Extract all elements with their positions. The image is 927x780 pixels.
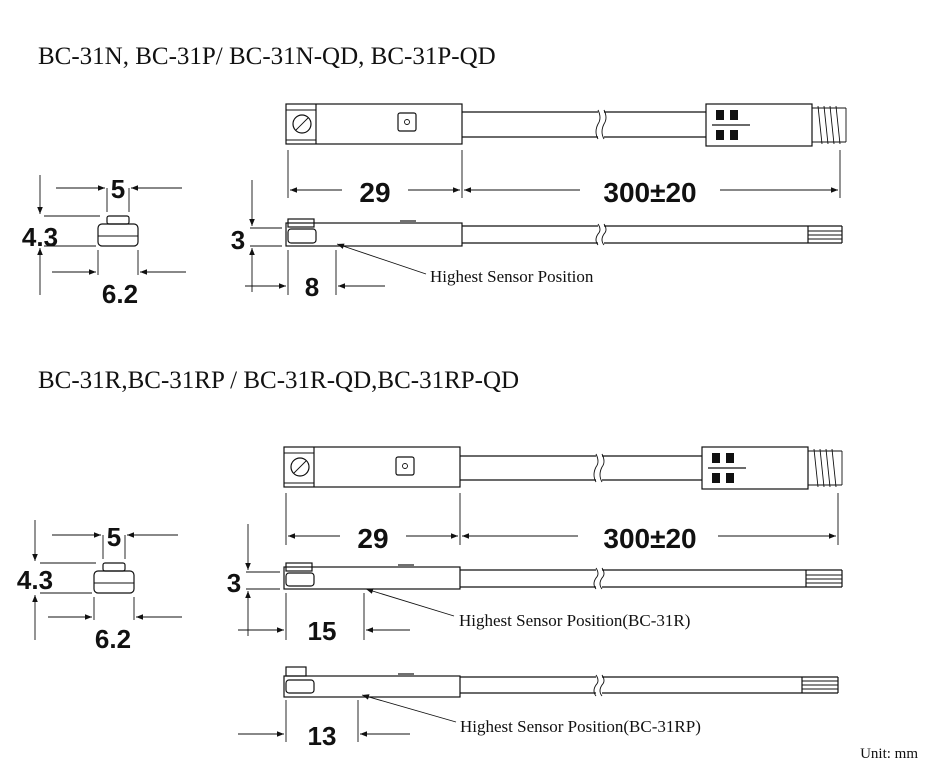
section2-dim-6-2: 6.2	[48, 597, 182, 654]
section2-dim-body-length: 29	[357, 523, 388, 554]
section1-annotation: Highest Sensor Position	[336, 243, 594, 286]
section2-dim-width-top: 5	[107, 522, 121, 552]
section1-dim-thickness: 3	[231, 225, 245, 255]
section1-length-dims: 29 300±20	[287, 150, 841, 208]
section2-annotation-rp-text: Highest Sensor Position(BC-31RP)	[460, 717, 701, 736]
section1-title: BC-31N, BC-31P/ BC-31N-QD, BC-31P-QD	[38, 43, 496, 70]
section1-top-view	[285, 103, 847, 147]
section1-dim-5: 5	[56, 174, 182, 212]
section2-dim-3: 3	[227, 524, 280, 636]
section2-dim-thickness: 3	[227, 568, 241, 598]
unit-label: Unit: mm	[860, 746, 918, 762]
section2-annotation-rp: Highest Sensor Position(BC-31RP)	[361, 694, 701, 736]
section1-side-view	[285, 218, 843, 247]
section2-dim-cable-length: 300±20	[603, 523, 696, 554]
section1-dim-body-length: 29	[359, 177, 390, 208]
section1-annotation-text: Highest Sensor Position	[430, 267, 594, 286]
section2-dim-5: 5	[52, 522, 178, 559]
section2-cross-section	[93, 562, 135, 594]
section2-dim-15: 15	[238, 593, 410, 646]
section1-dim-width-bottom: 6.2	[102, 279, 138, 309]
section2-top-view	[283, 446, 843, 490]
section2-dim-width-bottom: 6.2	[95, 624, 131, 654]
section2-dim-height: 4.3	[17, 565, 53, 595]
section1-dim-sensor-offset: 8	[305, 272, 319, 302]
section2-annotation-r: Highest Sensor Position(BC-31R)	[365, 588, 690, 630]
section1-cross-section	[97, 215, 139, 247]
section2-title: BC-31R,BC-31RP / BC-31R-QD,BC-31RP-QD	[38, 367, 519, 394]
section1-dim-3: 3	[231, 180, 282, 292]
section1-dim-8: 8	[245, 250, 385, 302]
section1-dim-cable-length: 300±20	[603, 177, 696, 208]
section2-side-view-r	[283, 562, 843, 590]
section2-annotation-r-text: Highest Sensor Position(BC-31R)	[459, 611, 690, 630]
section1-dim-4-3: 4.3	[22, 175, 100, 295]
section2-dim-sensor-offset-rp: 13	[308, 721, 337, 751]
section1-dim-6-2: 6.2	[52, 250, 186, 309]
section2-dim-sensor-offset-r: 15	[308, 616, 337, 646]
section1-dim-width-top: 5	[111, 174, 125, 204]
section2-side-view-rp	[283, 666, 839, 698]
section2-dim-4-3: 4.3	[17, 520, 96, 640]
section1-dim-height: 4.3	[22, 222, 58, 252]
section2-dim-13: 13	[238, 700, 410, 751]
section2-length-dims: 29 300±20	[285, 493, 839, 554]
